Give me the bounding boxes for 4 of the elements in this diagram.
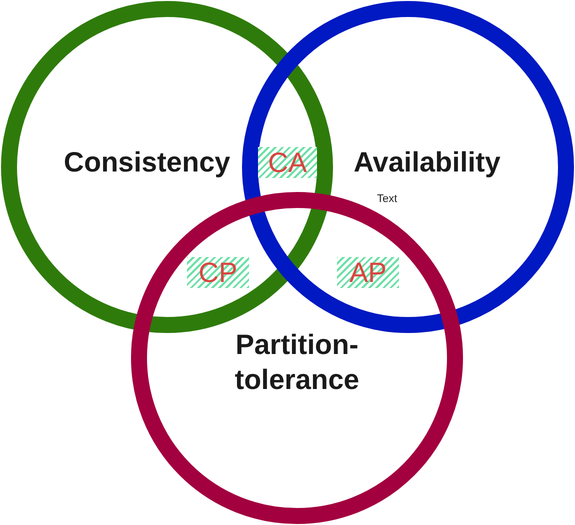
- set-label: Availability: [354, 146, 500, 180]
- placeholder-text: Text: [377, 193, 398, 205]
- set-label: Partition- tolerance: [234, 328, 360, 397]
- set-label: Consistency: [64, 146, 230, 180]
